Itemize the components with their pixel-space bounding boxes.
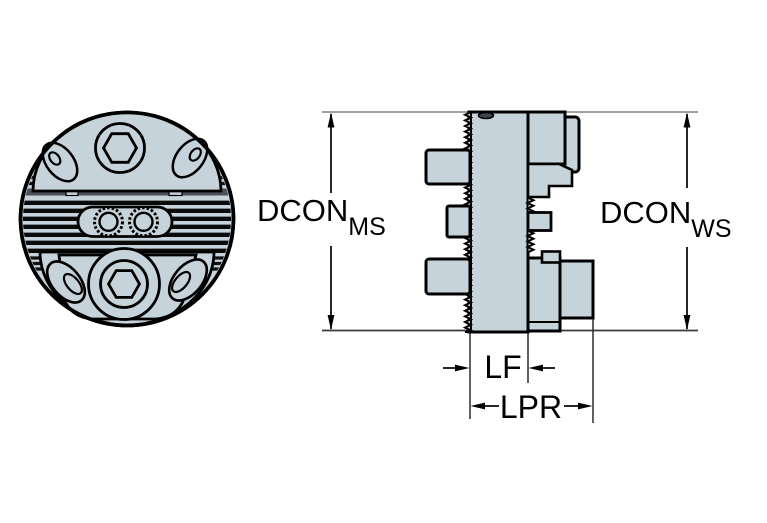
bottom-left-ear (45, 260, 87, 304)
dcon-ws-arrow-down-icon (683, 315, 691, 330)
lpr-label: LPR (500, 389, 562, 425)
bolt-bottom (424, 257, 472, 296)
lower-right-block (557, 259, 595, 320)
lower-mid-column (526, 256, 562, 333)
lower-small-step (540, 250, 562, 264)
knurled-hole-right-inner (133, 211, 154, 233)
front-top-dome (31, 110, 223, 193)
front-view (18, 110, 236, 328)
right-clamp-pocket (171, 137, 209, 179)
dcon-ms-label: DCONMS (257, 193, 386, 241)
lpr-arrow-right-icon (578, 402, 593, 410)
top-hex-socket-icon (101, 132, 139, 164)
top-right-step (526, 162, 574, 199)
top-slot (477, 111, 495, 120)
serration-right-upper (525, 195, 537, 214)
bolt-top (424, 148, 472, 186)
serration-right-lower (525, 228, 536, 254)
front-bottom-dome (38, 247, 216, 327)
drive-key-tab (526, 211, 553, 232)
front-outline (18, 110, 236, 328)
lpr-arrow-left-icon (470, 402, 485, 410)
dcon-ms-arrow-up-icon (327, 112, 335, 128)
dcon-ms-arrow-down-icon (327, 315, 335, 330)
right-pocket-hole (188, 147, 202, 162)
dcon-ws-arrow-up-icon (683, 112, 691, 128)
bolt-middle (445, 204, 472, 239)
left-pocket-hole (48, 151, 62, 166)
lf-arrow-right-icon (528, 364, 543, 372)
side-view (322, 110, 698, 334)
main-flange-plate (467, 110, 530, 334)
dcon-ws-label: DCONWS (600, 195, 732, 243)
left-clamp-pocket (41, 141, 79, 183)
knurled-hole-left-inner (98, 211, 119, 233)
dimension-dcon-ms: DCONMS (257, 112, 386, 330)
dimension-lpr: LPR (470, 319, 594, 425)
lf-arrow-left-icon (455, 364, 470, 372)
lf-label: LF (484, 349, 521, 385)
dimension-lf: LF (443, 333, 555, 419)
bottom-right-ear (167, 258, 209, 302)
dimension-dcon-ws: DCONWS (600, 112, 732, 330)
top-right-block (526, 110, 567, 166)
bottom-hex-socket-icon (106, 269, 142, 299)
front-center-pill (76, 205, 174, 238)
